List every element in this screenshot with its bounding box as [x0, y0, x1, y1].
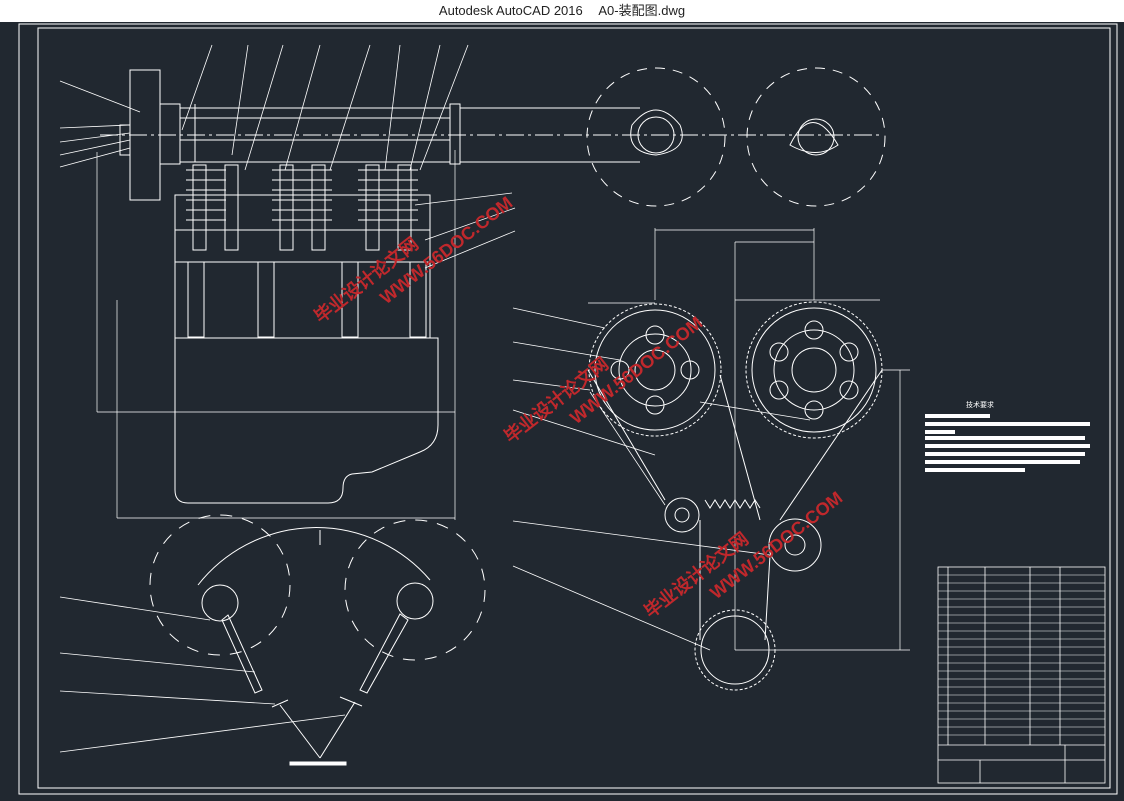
inner-frame [37, 27, 1111, 789]
leader-lines-right [512, 307, 811, 651]
tech-requirements-heading: 技术要求 [966, 400, 994, 409]
dimensions-right [588, 228, 910, 651]
window-titlebar: Autodesk AutoCAD 2016 A0-装配图.dwg [0, 0, 1124, 22]
cam-profiles[interactable] [586, 67, 886, 207]
technical-requirements: 技术要求 [925, 400, 1090, 472]
rocker-arm-assembly[interactable] [149, 514, 486, 766]
dimensions-left [96, 150, 456, 520]
leader-lines-top [59, 44, 516, 269]
parts-list-rows [938, 574, 1105, 736]
outer-frame [18, 23, 1118, 795]
drawing-canvas[interactable]: 技术要求 WWW.56DOC.COM毕业设计论文网WWW.56DOC.COM毕业… [0, 22, 1124, 801]
parts-list-table[interactable] [937, 566, 1106, 784]
app-title: Autodesk AutoCAD 2016 [438, 3, 583, 18]
leader-lines-bottom [59, 596, 346, 753]
file-name: A0-装配图.dwg [598, 3, 686, 18]
watermarks: WWW.56DOC.COM毕业设计论文网WWW.56DOC.COM毕业设计论文网… [310, 193, 846, 622]
camshaft-assembly[interactable] [100, 69, 880, 504]
